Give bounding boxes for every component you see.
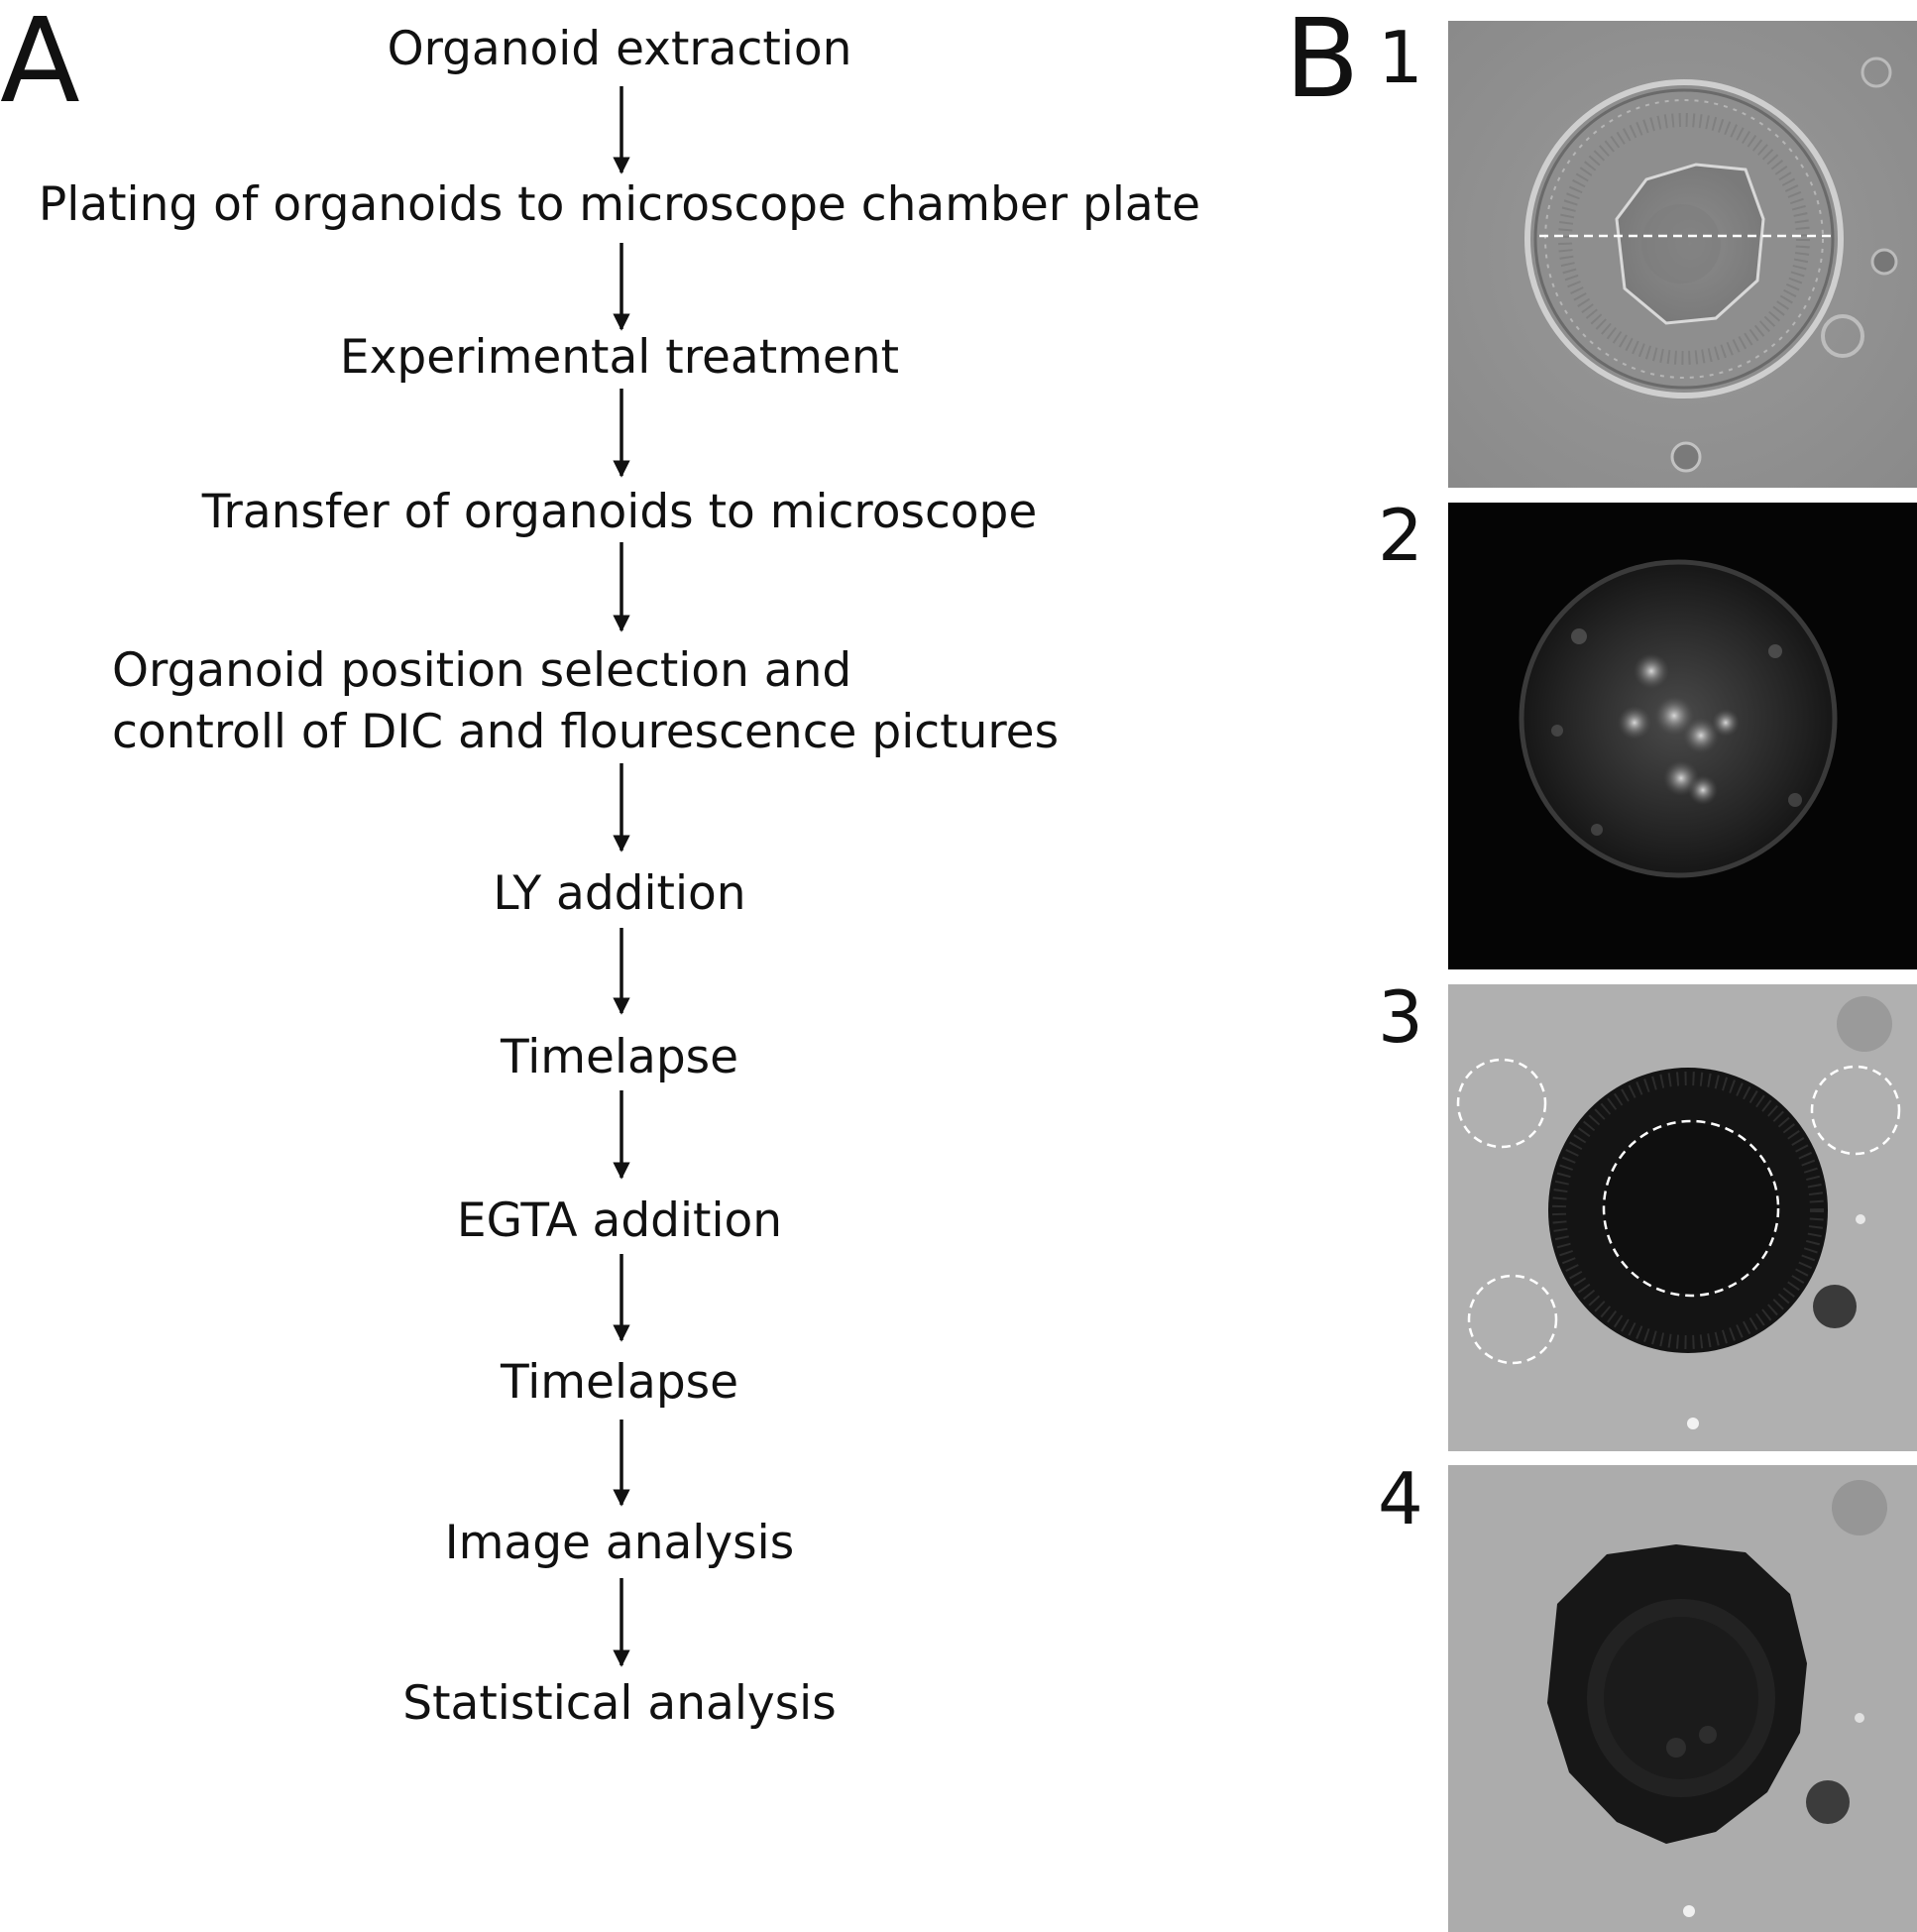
image-number-3: 3 (1378, 981, 1423, 1053)
micrograph-fluorescence (1448, 503, 1917, 969)
flow-arrows (0, 0, 1239, 1932)
micrograph-ly-egta (1448, 1465, 1917, 1932)
image-number-1: 1 (1378, 22, 1423, 93)
micrograph-ly-regions (1448, 984, 1917, 1451)
micrograph-dic (1448, 21, 1917, 488)
image-number-2: 2 (1378, 500, 1423, 571)
image-number-4: 4 (1378, 1463, 1423, 1534)
panel-b-label: B (1285, 4, 1359, 113)
